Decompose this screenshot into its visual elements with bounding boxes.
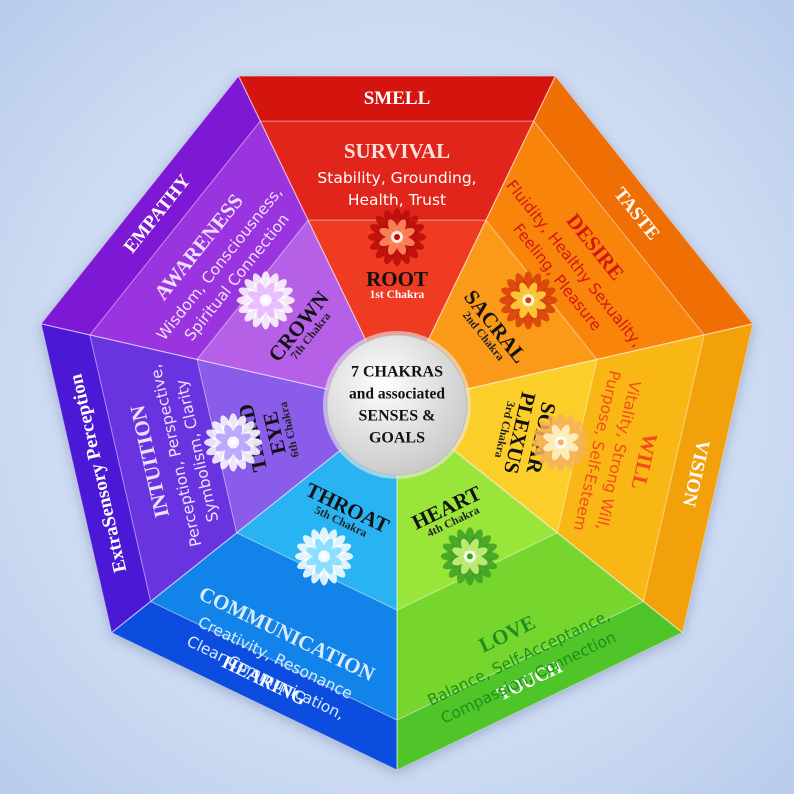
center-title-line: 7 CHAKRAS [351,364,443,381]
mandala-dot [558,439,564,445]
goal-description-root: Stability, Grounding, [317,169,476,187]
solar-plexus-mandala-icon [532,413,590,471]
goal-label-root: SURVIVAL [344,139,450,163]
heart-mandala-icon [441,527,499,585]
chakra-number-root: 1st Chakra [370,289,425,301]
crown-mandala-icon [237,271,295,329]
center-disc [327,335,467,475]
throat-mandala-icon [295,527,353,585]
root-mandala-icon [368,208,426,266]
mandala-dot [321,553,327,559]
goal-description-root: Health, Trust [348,191,446,209]
mandala-dot [394,234,400,240]
chakra-name-root: ROOT [366,267,428,291]
sacral-mandala-icon [499,271,557,329]
center-title-line: SENSES & [359,408,436,425]
mandala-dot [525,297,531,303]
center-title-line: GOALS [369,430,425,447]
sense-label-root: SMELL [364,88,431,109]
center-title-line: and associated [349,386,445,403]
third-eye-mandala-icon [204,413,262,471]
mandala-dot [467,553,473,559]
mandala-dot [230,439,236,445]
mandala-dot [263,297,269,303]
